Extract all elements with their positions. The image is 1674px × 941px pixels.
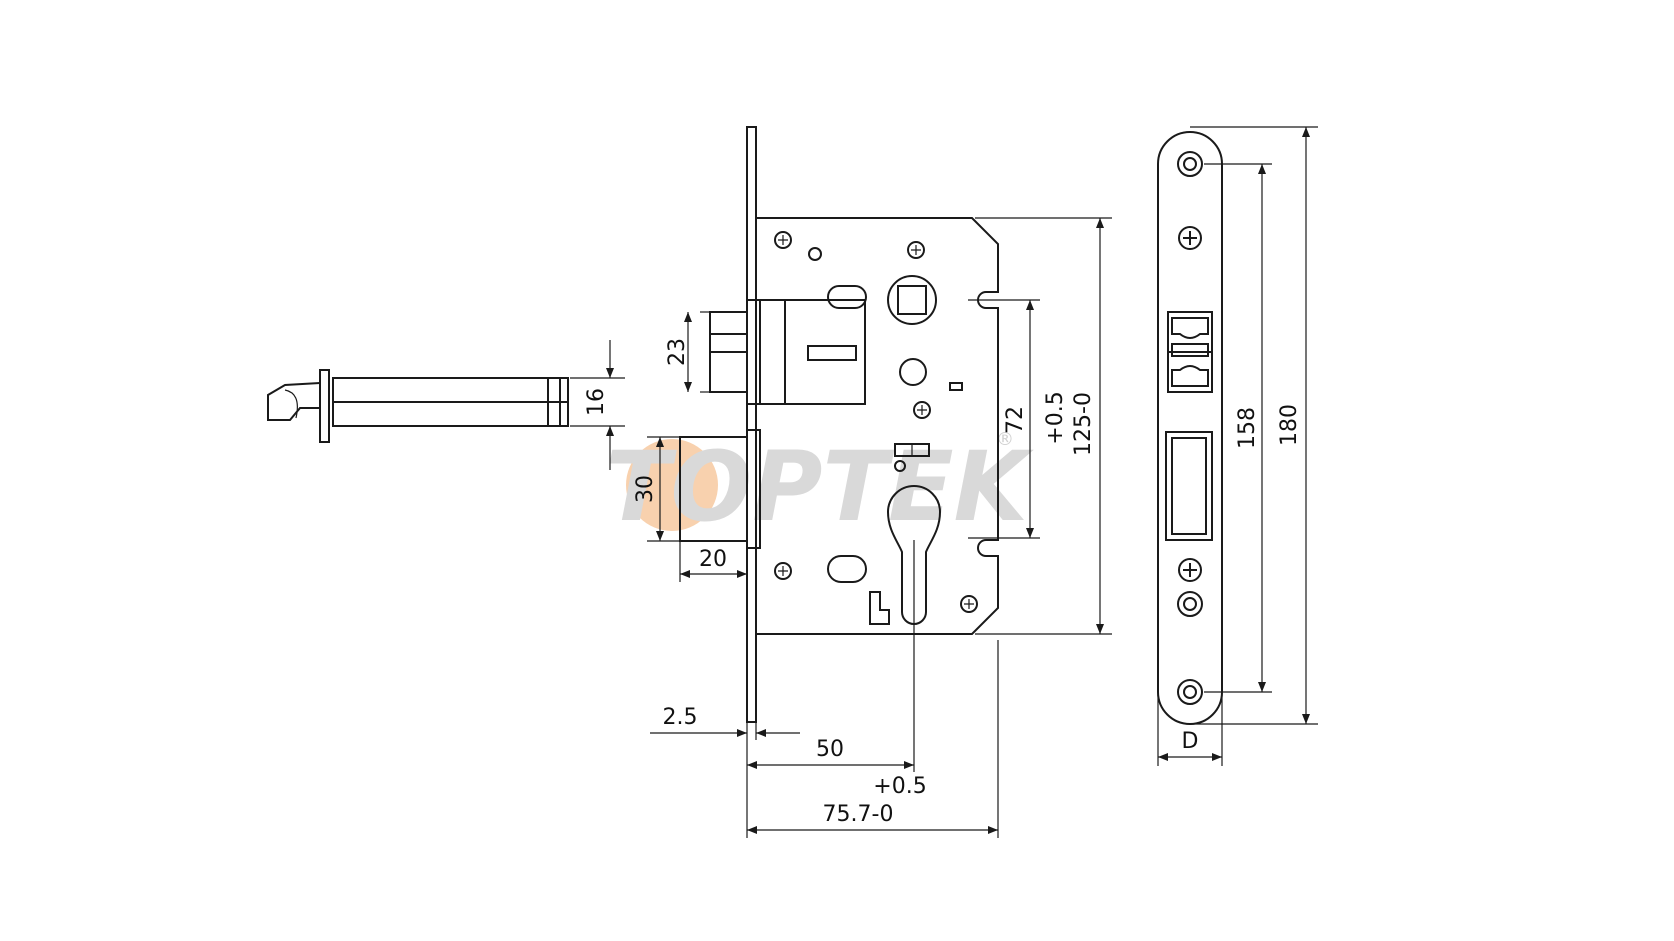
lock-body [679, 126, 999, 723]
screw-icon [907, 241, 925, 259]
svg-text:+0.5: +0.5 [873, 774, 926, 799]
svg-text:50: 50 [816, 737, 844, 762]
cylinder-hole [886, 485, 942, 625]
latch-bolt [709, 299, 761, 405]
dim-screw-spacing: 158 [1204, 163, 1272, 693]
dim-latch-height: 23 [665, 311, 710, 393]
latch-opening [1167, 311, 1213, 393]
faceplate-front-view [1157, 131, 1223, 725]
screw-icon [774, 562, 792, 580]
svg-text:75.7-0: 75.7-0 [823, 802, 894, 827]
svg-text:72: 72 [1003, 406, 1028, 434]
faceplate-edge [746, 126, 757, 723]
dim-case-height: +0.5 125-0 [975, 217, 1112, 635]
svg-text:125-0: 125-0 [1071, 392, 1096, 456]
svg-text:30: 30 [633, 475, 658, 503]
watermark: TOPTEK ® [605, 429, 1035, 543]
spindle-hub [887, 275, 937, 325]
mounting-hole-icon [1177, 591, 1203, 617]
svg-text:23: 23 [665, 338, 690, 366]
mounting-hole-icon [1177, 151, 1203, 177]
dim-faceplate-width: D [1157, 692, 1223, 766]
svg-text:+0.5: +0.5 [1043, 391, 1068, 444]
svg-text:D: D [1182, 729, 1199, 754]
dim-case-depth: +0.5 75.7-0 [746, 640, 999, 838]
deadbolt-opening [1165, 431, 1213, 541]
dim-deadbolt-projection: 20 [679, 541, 747, 582]
svg-text:20: 20 [699, 547, 727, 572]
screw-icon [960, 595, 978, 613]
svg-text:180: 180 [1277, 404, 1302, 446]
dim-faceplate-thickness: 2.5 [650, 705, 800, 760]
screw-icon [1178, 558, 1202, 582]
dim-backset: 50 [747, 540, 915, 772]
svg-text:158: 158 [1235, 407, 1260, 449]
dim-bolt-height: 16 [570, 340, 625, 470]
watermark-registered-mark: ® [996, 429, 1014, 450]
dim-spindle-to-cylinder: 72 [968, 299, 1040, 539]
screw-icon [913, 401, 931, 419]
watermark-text: TOPTEK [605, 431, 1035, 543]
watermark-o-accent [626, 439, 718, 531]
svg-text:2.5: 2.5 [663, 705, 698, 730]
screw-icon [1178, 226, 1202, 250]
dim-deadbolt-height: 30 [633, 436, 680, 542]
dim-faceplate-length: 180 [1190, 126, 1318, 725]
deadbolt [679, 429, 761, 549]
faceplate-outline [1157, 131, 1223, 725]
bolt-side-view [267, 369, 569, 443]
latch-housing [759, 299, 866, 405]
svg-text:16: 16 [584, 388, 609, 416]
lock-case [756, 217, 999, 635]
mounting-hole-icon [1177, 679, 1203, 705]
screw-icon [774, 231, 792, 249]
